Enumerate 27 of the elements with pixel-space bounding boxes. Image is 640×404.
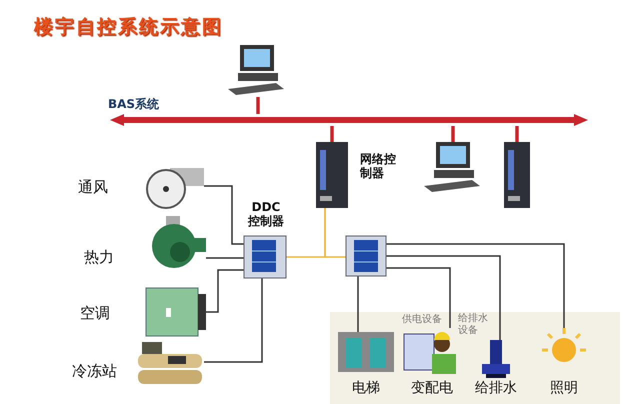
text-label: 给排水设备: [458, 313, 489, 337]
device-label: 通风: [78, 178, 109, 196]
device-label: DDC控制器: [246, 200, 285, 229]
device-label: 热力: [84, 248, 115, 266]
device-label: 电梯: [351, 380, 381, 397]
connector-line: [515, 126, 519, 142]
device-label: 网络控制器: [360, 152, 397, 181]
connector-line: [324, 208, 346, 258]
connector-line: [386, 243, 565, 328]
device-label: 给排水: [474, 380, 518, 397]
device-label: BAS系统: [108, 97, 160, 112]
connector-line: [206, 269, 244, 313]
device-label: 空调: [80, 304, 111, 322]
connector-line: [386, 267, 451, 328]
connector-line: [357, 276, 359, 332]
connector-line: [256, 97, 260, 114]
connector-line: [204, 185, 244, 245]
connector-line: [330, 126, 334, 142]
connector-line: [386, 255, 501, 340]
device-label: 变配电: [410, 380, 454, 397]
connector-line: [206, 257, 244, 259]
connector-line: [204, 278, 263, 363]
connector-line: [451, 126, 455, 142]
text-label: 供电设备: [402, 314, 442, 326]
device-label: 冷冻站: [72, 362, 118, 380]
device-label: 照明: [549, 380, 579, 397]
diagram-title: 楼宇自控系统示意图: [34, 15, 223, 40]
